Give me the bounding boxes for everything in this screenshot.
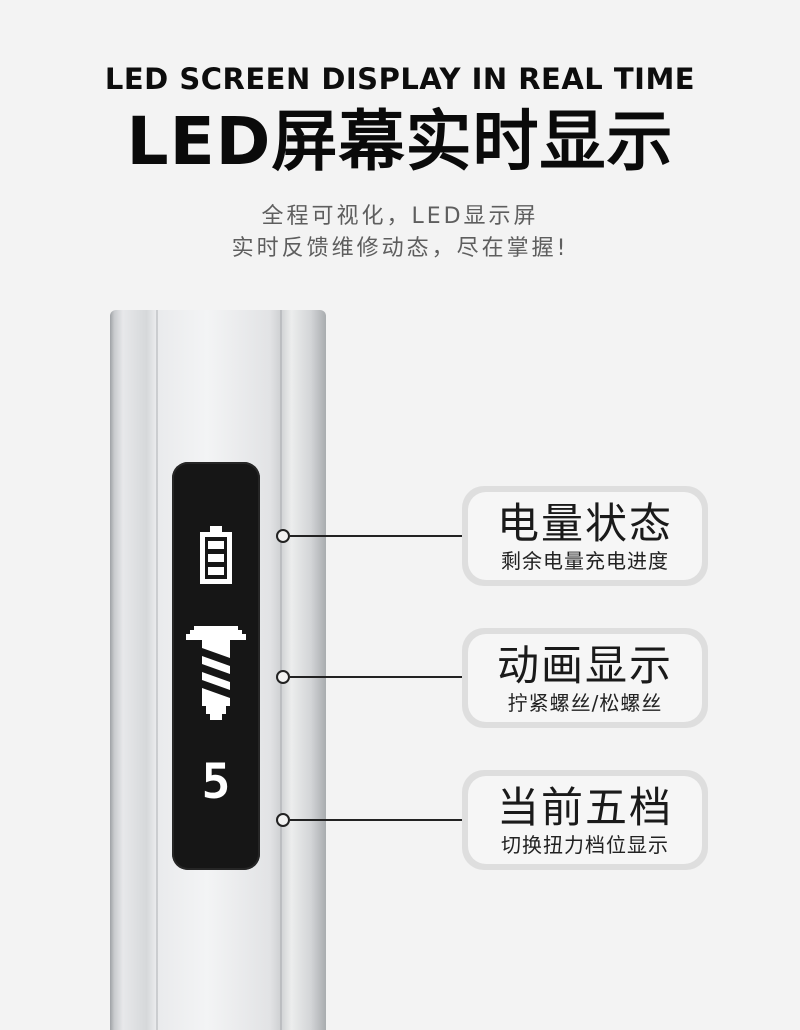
subtitle-line-1: 全程可视化，LED显示屏 [261, 204, 539, 229]
callout-line-gear [290, 819, 468, 821]
callout-gear: 当前五档 切换扭力档位显示 [462, 770, 708, 870]
callout-animation-bg [468, 634, 702, 722]
callout-gear-subtitle: 切换扭力档位显示 [501, 833, 669, 857]
gear-level-digit: 5 [201, 754, 231, 810]
callout-battery-bg [468, 492, 702, 580]
callout-battery: 电量状态 剩余电量充电进度 [462, 486, 708, 586]
callout-gear-title: 当前五档 [496, 783, 673, 832]
subtitle-line-2: 实时反馈维修动态，尽在掌握! [231, 236, 569, 261]
led-screen: 5 [172, 462, 260, 870]
callout-animation-title: 动画显示 [496, 641, 673, 690]
callout-dot-gear [276, 813, 290, 827]
body-edge-left [156, 310, 158, 1030]
led-screen-graphics [186, 526, 246, 720]
screwdriver-body: 5 [110, 310, 326, 1030]
callout-dot-animation [276, 670, 290, 684]
battery-icon [200, 526, 232, 584]
callout-line-battery [290, 535, 468, 537]
chinese-title: LED屏幕实时显示 [126, 103, 674, 180]
callout-dot-battery [276, 529, 290, 543]
callout-animation-subtitle: 拧紧螺丝/松螺丝 [507, 691, 663, 715]
callout-line-animation [290, 676, 468, 678]
callout-animation: 动画显示 拧紧螺丝/松螺丝 [462, 628, 708, 728]
english-title: LED SCREEN DISPLAY IN REAL TIME [104, 62, 696, 96]
screw-icon [186, 626, 246, 720]
callout-battery-title: 电量状态 [496, 499, 673, 548]
callout-gear-bg [468, 776, 702, 864]
callout-battery-subtitle: 剩余电量充电进度 [501, 549, 669, 573]
